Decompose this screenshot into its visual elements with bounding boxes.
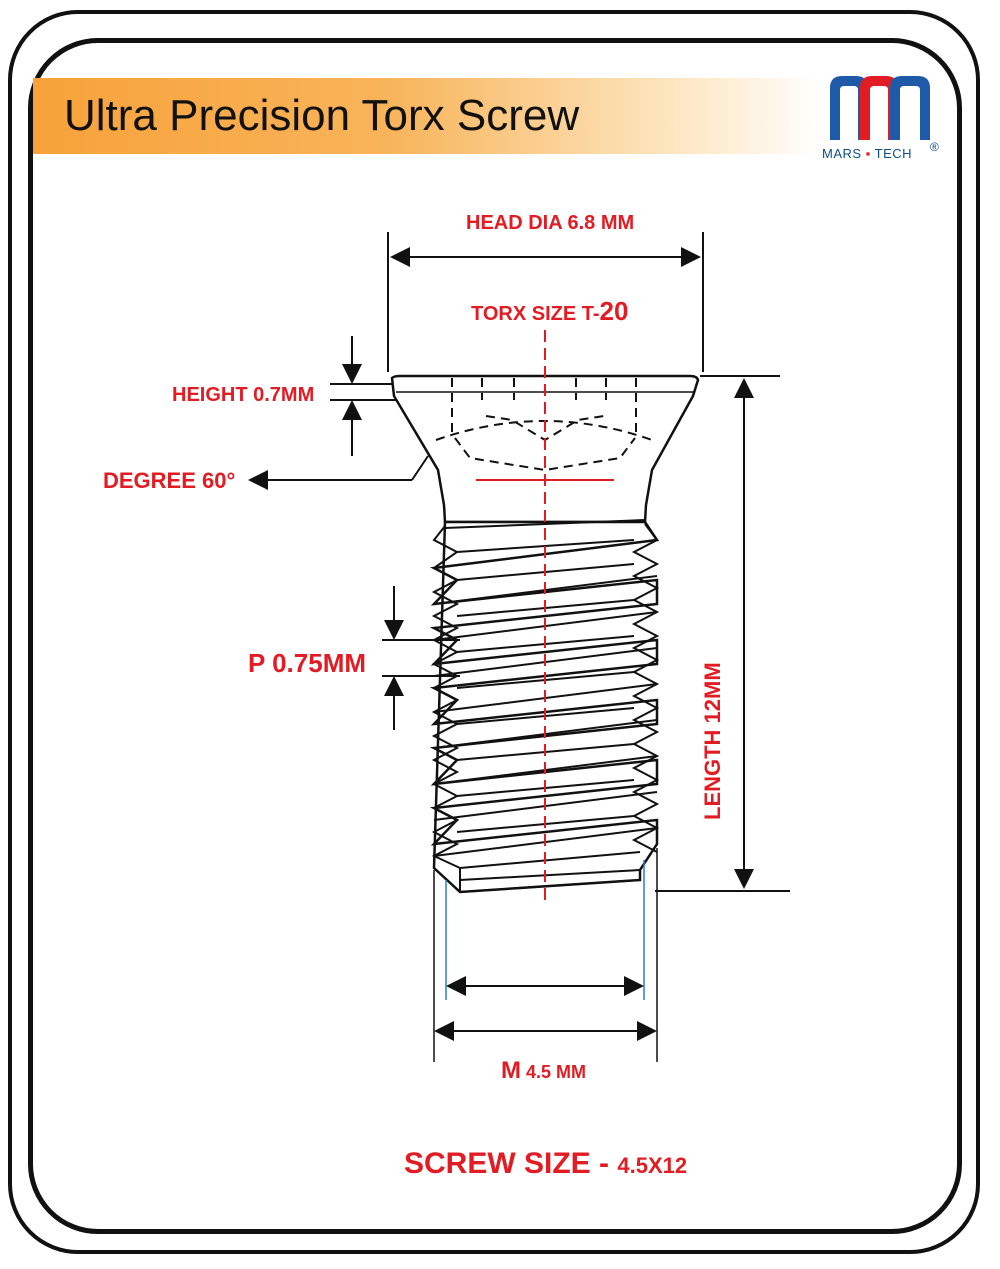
degree-leader xyxy=(248,455,429,490)
pitch-label: P 0.75MM xyxy=(248,648,367,678)
screw-size-label: SCREW SIZE - 4.5X12 xyxy=(404,1147,688,1180)
length-label: LENGTH 12MM xyxy=(700,662,725,820)
thread-dia-extension xyxy=(433,848,658,1062)
torx-size-label: TORX SIZE T-20 xyxy=(471,296,629,326)
brand-name: MARS ▪ TECH xyxy=(822,146,913,161)
thread-size-label: M 4.5 MM xyxy=(501,1057,587,1084)
length-dimension xyxy=(655,375,790,892)
registered-mark: ® xyxy=(930,140,939,154)
page-title: Ultra Precision Torx Screw xyxy=(64,91,580,140)
inner-frame xyxy=(28,38,962,1234)
title-band xyxy=(33,78,823,154)
mars-tech-logo-icon xyxy=(830,76,930,140)
outer-frame xyxy=(8,10,980,1254)
height-label: HEIGHT 0.7MM xyxy=(172,384,315,406)
pitch-dimension xyxy=(382,586,460,730)
head-dia-label: HEAD DIA 6.8 MM xyxy=(466,212,635,234)
height-dimension xyxy=(330,336,396,456)
degree-label: DEGREE 60° xyxy=(103,468,236,493)
thread-body xyxy=(429,520,660,894)
head-dia-dimension xyxy=(387,232,704,372)
